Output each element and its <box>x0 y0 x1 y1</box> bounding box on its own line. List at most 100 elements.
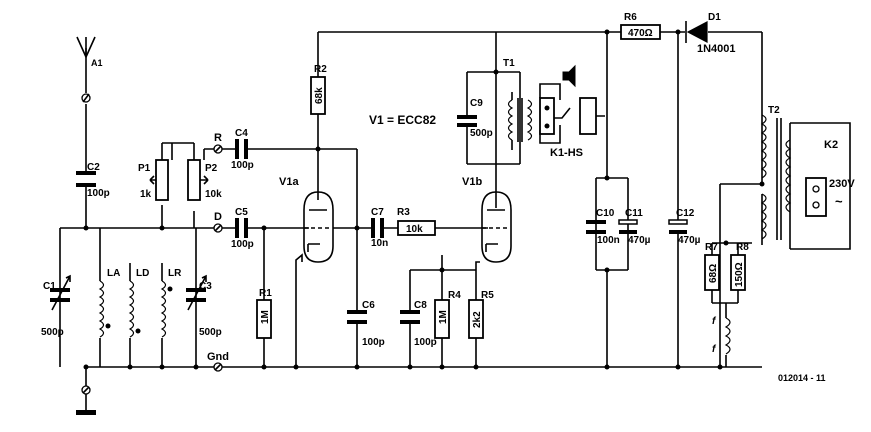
resistor-r1 <box>256 299 272 339</box>
label-v1a: V1a <box>279 176 299 188</box>
label-r6-ref: R6 <box>624 12 637 23</box>
capacitor-c5 <box>235 218 248 238</box>
transformer-t1 <box>507 92 533 150</box>
capacitor-c9 <box>457 115 477 127</box>
label-c5-val: 100p <box>231 239 254 250</box>
label-c10-ref: C10 <box>596 208 615 219</box>
label-r8-ref: R8 <box>736 242 749 253</box>
transformer-t2 <box>760 114 792 240</box>
capacitor-c2 <box>76 171 96 187</box>
label-c6-ref: C6 <box>362 300 375 311</box>
speaker-icon <box>562 64 576 88</box>
label-r1-ref: R1 <box>259 288 272 299</box>
label-c2-val: 100p <box>87 188 110 199</box>
labels: V1 = ECC82 012014 - 11 A1 C2 100p C1 500… <box>41 12 855 383</box>
label-gnd-terminal: Gnd <box>207 351 229 363</box>
label-c1-val: 500p <box>41 327 64 338</box>
resistor-r5 <box>468 299 484 339</box>
label-v1b: V1b <box>462 176 482 188</box>
coil-la <box>98 280 111 338</box>
label-c7-val: 10n <box>371 238 388 249</box>
label-c12-val: 470µ <box>678 235 701 246</box>
label-c4-ref: C4 <box>235 128 248 139</box>
resistor-r8 <box>730 254 746 291</box>
capacitor-c7 <box>371 218 384 238</box>
label-c8-ref: C8 <box>414 300 427 311</box>
label-r4-ref: R4 <box>448 290 461 301</box>
earth-terminal <box>76 385 96 415</box>
label-r1-val: 1M <box>260 310 271 324</box>
antenna-a1 <box>76 36 96 103</box>
label-f-upper: f <box>712 316 717 327</box>
label-k1: K1-HS <box>550 147 583 159</box>
filament-coil <box>724 317 731 355</box>
wiring <box>59 31 851 410</box>
label-c8-val: 100p <box>414 337 437 348</box>
label-c12-ref: C12 <box>676 208 695 219</box>
label-c9-val: 500p <box>470 128 493 139</box>
capacitor-c10 <box>586 220 606 234</box>
terminal-gnd <box>213 362 223 372</box>
label-c10-val: 100n <box>597 235 620 246</box>
valve-v1a <box>303 191 334 263</box>
label-r8-val: 150Ω <box>734 262 745 287</box>
terminal-r <box>213 144 223 154</box>
title: V1 = ECC82 <box>369 113 436 127</box>
label-c11-ref: C11 <box>625 208 643 219</box>
label-lr: LR <box>168 268 182 279</box>
capacitor-c6 <box>347 310 367 324</box>
resistor-r4 <box>434 299 450 339</box>
label-r4-val: 1M <box>438 310 449 324</box>
label-p1-val: 1k <box>140 189 152 200</box>
label-r2-val: 68k <box>314 87 325 104</box>
label-c5-ref: C5 <box>235 207 248 218</box>
capacitor-c8 <box>400 310 420 324</box>
label-t1: T1 <box>503 58 515 69</box>
label-c4-val: 100p <box>231 160 254 171</box>
label-d-terminal: D <box>214 211 222 223</box>
coil-ld <box>128 280 141 338</box>
label-r5-ref: R5 <box>481 290 494 301</box>
capacitor-c12 <box>668 219 688 234</box>
label-p1-ref: P1 <box>138 163 151 174</box>
connector-k2 <box>805 177 827 217</box>
label-c6-val: 100p <box>362 337 385 348</box>
capacitor-c11 <box>618 219 638 234</box>
valve-v1b <box>481 191 512 263</box>
potentiometer-p1 <box>149 159 169 201</box>
terminal-d <box>213 223 223 233</box>
label-c3-ref: C3 <box>199 281 212 292</box>
label-mains: 230V <box>829 178 855 190</box>
capacitor-c1 <box>50 274 71 311</box>
junctions <box>83 29 765 370</box>
coil-lr <box>160 280 173 338</box>
label-c2-ref: C2 <box>87 162 100 173</box>
label-a1: A1 <box>91 58 103 68</box>
label-t2: T2 <box>768 105 780 116</box>
label-p2-val: 10k <box>205 189 222 200</box>
label-k2: K2 <box>824 139 838 151</box>
capacitor-c4 <box>235 139 248 159</box>
resistor-r6 <box>620 24 661 40</box>
label-ld: LD <box>136 268 149 279</box>
label-c11-val: 470µ <box>628 235 651 246</box>
label-c3-val: 500p <box>199 327 222 338</box>
resistor-r3 <box>397 220 436 236</box>
potentiometer-p2 <box>187 159 209 201</box>
label-r2-ref: R2 <box>314 64 327 75</box>
label-c7-ref: C7 <box>371 207 384 218</box>
label-r5-val: 2k2 <box>472 311 483 328</box>
label-r-terminal: R <box>214 132 222 144</box>
figure-id: 012014 - 11 <box>778 373 826 383</box>
resistor-r7 <box>704 254 720 291</box>
label-r3-val: 10k <box>406 224 423 235</box>
label-r3-ref: R3 <box>397 207 410 218</box>
capacitor-c3 <box>186 274 207 311</box>
label-la: LA <box>107 268 120 279</box>
label-p2-ref: P2 <box>205 163 218 174</box>
label-r7-val: 68Ω <box>708 264 719 283</box>
socket-k1 <box>539 97 605 135</box>
label-d1-ref: D1 <box>708 12 721 23</box>
diode-d1 <box>685 21 708 43</box>
